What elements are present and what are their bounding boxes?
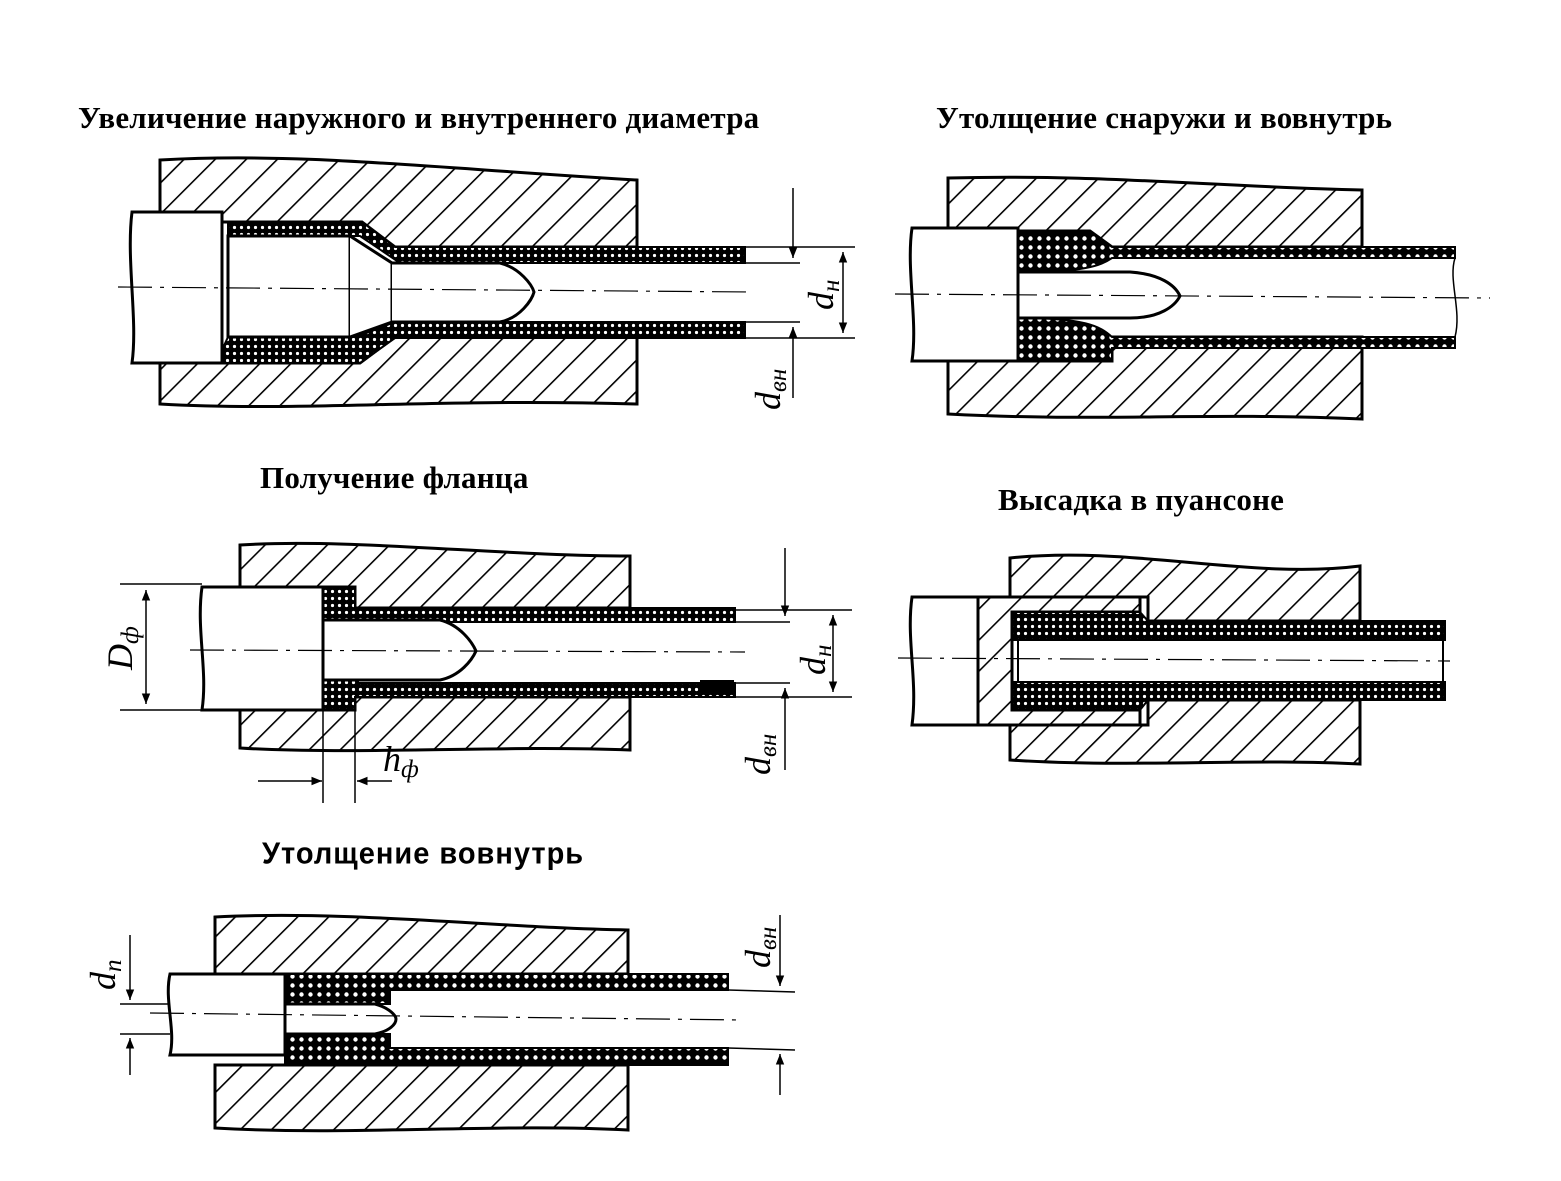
workpiece-lower — [284, 1033, 729, 1066]
centerline — [117, 286, 753, 293]
dim-label-d-n-3: dн — [793, 645, 837, 675]
bore-end-break — [1452, 257, 1458, 338]
upper-die — [1008, 553, 1362, 623]
lower-die — [213, 1063, 630, 1133]
diagram-thickening-inward — [120, 913, 796, 1133]
diagram-thickening-outside-inside — [894, 175, 1491, 421]
workpiece-upper — [1011, 611, 1446, 641]
upper-die — [213, 913, 630, 976]
bore — [1017, 639, 1444, 683]
centerline — [897, 657, 1451, 662]
centerline — [894, 293, 1491, 299]
title-thickening-outside-inside: Утолщение снаружи и вовнутрь — [936, 100, 1393, 135]
diagram-diameter-increase — [117, 156, 855, 409]
punch-tip — [283, 1002, 398, 1036]
diagram-upsetting-in-punch — [897, 553, 1451, 766]
dim-label-d-p: dп — [83, 960, 127, 991]
title-flange-forming: Получение фланца — [260, 460, 529, 495]
workpiece-lower — [1011, 681, 1446, 711]
punch-tip — [321, 618, 478, 682]
dim-label-d-n-1: dн — [801, 280, 845, 310]
punch-body — [198, 585, 325, 712]
centerline — [149, 1012, 743, 1021]
title-outer-inner-diameter-increase: Увеличение наружного и внутреннего диаме… — [78, 100, 760, 135]
dim-label-h-f: hф — [383, 739, 419, 783]
punch-tip — [392, 261, 536, 324]
dim-label-d-vn-3: dвн — [738, 734, 782, 775]
workpiece-wall-upper — [222, 221, 746, 264]
workpiece-upper — [284, 973, 729, 1005]
title-thickening-inward: Утолщение вовнутрь — [262, 837, 585, 871]
title-upsetting-in-punch: Высадка в пуансоне — [998, 482, 1285, 517]
lower-die — [946, 335, 1364, 421]
dim-label-d-vn-1: dвн — [748, 369, 792, 410]
lower-die — [1008, 698, 1362, 766]
diagram-flange-forming — [120, 541, 852, 803]
dim-label-d-vn-5: dвн — [738, 927, 782, 968]
lower-die — [158, 335, 639, 409]
dim-label-D-f: Dф — [100, 626, 144, 671]
punch-head — [226, 234, 352, 339]
centerline — [189, 649, 746, 653]
